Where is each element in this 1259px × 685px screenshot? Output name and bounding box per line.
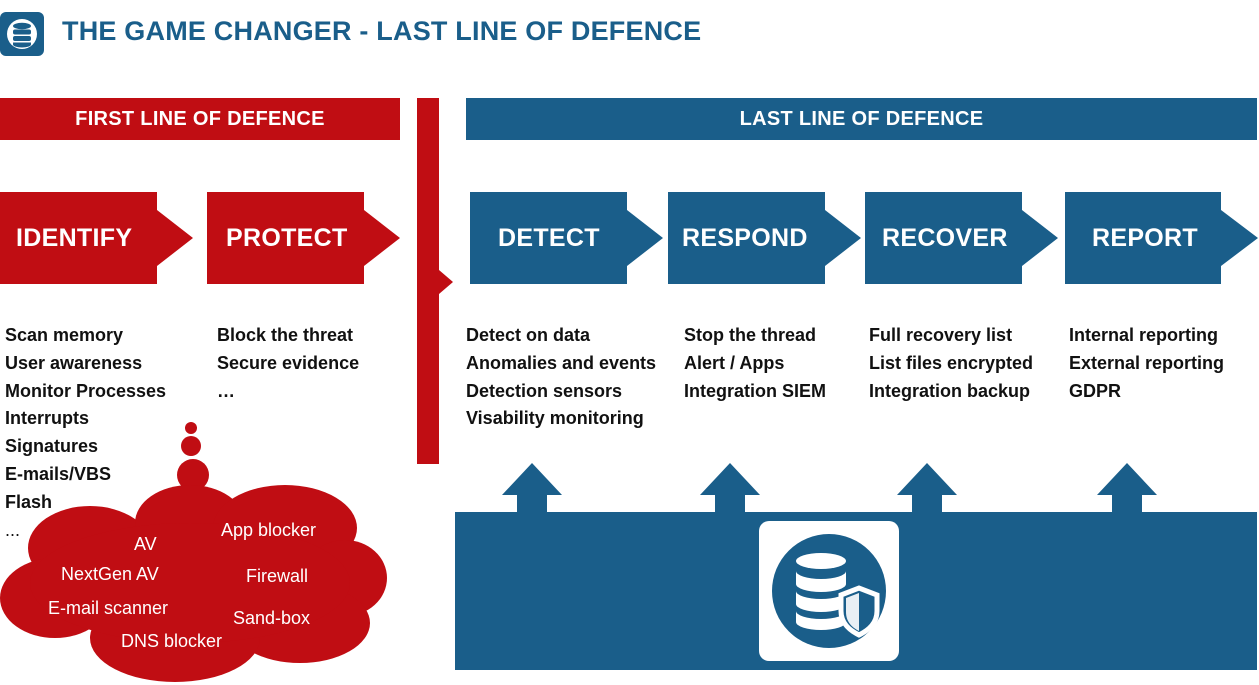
step-label-report: REPORT bbox=[1092, 223, 1198, 252]
list-item: … bbox=[217, 380, 235, 401]
cloud-item-nextgen-av: NextGen AV bbox=[61, 564, 159, 584]
list-item: List files encrypted bbox=[869, 352, 1034, 373]
step-protect: PROTECT bbox=[207, 192, 402, 284]
list-item: Scan memory bbox=[5, 325, 124, 345]
identify-chevron-shape bbox=[0, 192, 193, 284]
list-item: Detect on data bbox=[466, 325, 591, 345]
list-item: E-mails/VBS bbox=[5, 463, 112, 484]
list-item: Signatures bbox=[5, 436, 99, 457]
step-label-identify: IDENTIFY bbox=[16, 223, 133, 252]
protect-items: Block the threat Secure evidence … bbox=[217, 322, 359, 405]
database-shield-icon bbox=[772, 534, 886, 648]
list-item: Monitor Processes bbox=[5, 380, 167, 401]
step-label-protect: PROTECT bbox=[226, 223, 348, 252]
cloud-item-sandbox: Sand-box bbox=[233, 608, 311, 628]
list-item: ... bbox=[5, 519, 21, 540]
protect-chevron-shape bbox=[207, 192, 400, 284]
report-chevron-shape bbox=[1065, 192, 1258, 284]
list-item: Integration SIEM bbox=[684, 380, 827, 401]
list-item: Secure evidence bbox=[217, 352, 360, 373]
last-line-banner: LAST LINE OF DEFENCE bbox=[466, 98, 1257, 140]
detect-items: Detect on data Anomalies and events Dete… bbox=[466, 322, 656, 433]
cloud-item-app-blocker: App blocker bbox=[221, 520, 317, 540]
list-item: GDPR bbox=[1069, 380, 1122, 401]
cloud-item-dns-blocker: DNS blocker bbox=[121, 631, 223, 651]
list-item: Block the threat bbox=[217, 325, 354, 345]
page-title: THE GAME CHANGER - LAST LINE OF DEFENCE bbox=[62, 16, 702, 46]
list-item: Anomalies and events bbox=[466, 352, 657, 373]
database-shield-tile bbox=[759, 521, 899, 661]
recover-items: Full recovery list List files encrypted … bbox=[869, 322, 1033, 405]
up-arrow-icon bbox=[1097, 463, 1157, 516]
step-detect: DETECT bbox=[470, 192, 665, 284]
list-item: Flash bbox=[5, 491, 53, 512]
detect-chevron-shape bbox=[470, 192, 663, 284]
list-item: Internal reporting bbox=[1069, 325, 1219, 345]
step-label-detect: DETECT bbox=[498, 223, 600, 252]
step-label-respond: RESPOND bbox=[682, 223, 808, 252]
list-item: Detection sensors bbox=[466, 380, 623, 401]
database-icon bbox=[0, 12, 44, 56]
list-item: Integration backup bbox=[869, 380, 1031, 401]
step-report: REPORT bbox=[1065, 192, 1259, 284]
list-item: Interrupts bbox=[5, 408, 90, 429]
respond-items: Stop the thread Alert / Apps Integration… bbox=[684, 322, 826, 405]
thought-bubble-medium bbox=[181, 436, 201, 456]
step-respond: RESPOND bbox=[668, 192, 863, 284]
list-item: External reporting bbox=[1069, 352, 1225, 373]
report-items: Internal reporting External reporting GD… bbox=[1069, 322, 1224, 405]
step-recover: RECOVER bbox=[865, 192, 1060, 284]
threat-cloud bbox=[0, 422, 387, 682]
list-item: User awareness bbox=[5, 352, 143, 373]
step-label-recover: RECOVER bbox=[882, 223, 1008, 252]
thought-bubble-large bbox=[177, 459, 209, 491]
cloud-item-firewall: Firewall bbox=[246, 566, 309, 586]
list-item: Stop the thread bbox=[684, 325, 817, 345]
cloud-item-email-scanner: E-mail scanner bbox=[48, 598, 169, 618]
up-arrow-icon bbox=[897, 463, 957, 516]
recover-chevron-shape bbox=[865, 192, 1058, 284]
list-item: Full recovery list bbox=[869, 325, 1013, 345]
divider-arrow bbox=[417, 98, 453, 464]
cloud-item-av: AV bbox=[134, 534, 157, 554]
thought-bubble-small bbox=[185, 422, 197, 434]
list-item: Visability monitoring bbox=[466, 408, 644, 429]
step-identify: IDENTIFY bbox=[0, 192, 195, 284]
identify-items: Scan memory User awareness Monitor Proce… bbox=[5, 322, 166, 544]
list-item: Alert / Apps bbox=[684, 352, 785, 373]
up-arrow-icon bbox=[700, 463, 760, 516]
first-line-banner: FIRST LINE OF DEFENCE bbox=[0, 98, 400, 140]
up-arrow-icon bbox=[502, 463, 562, 516]
respond-chevron-shape bbox=[668, 192, 861, 284]
